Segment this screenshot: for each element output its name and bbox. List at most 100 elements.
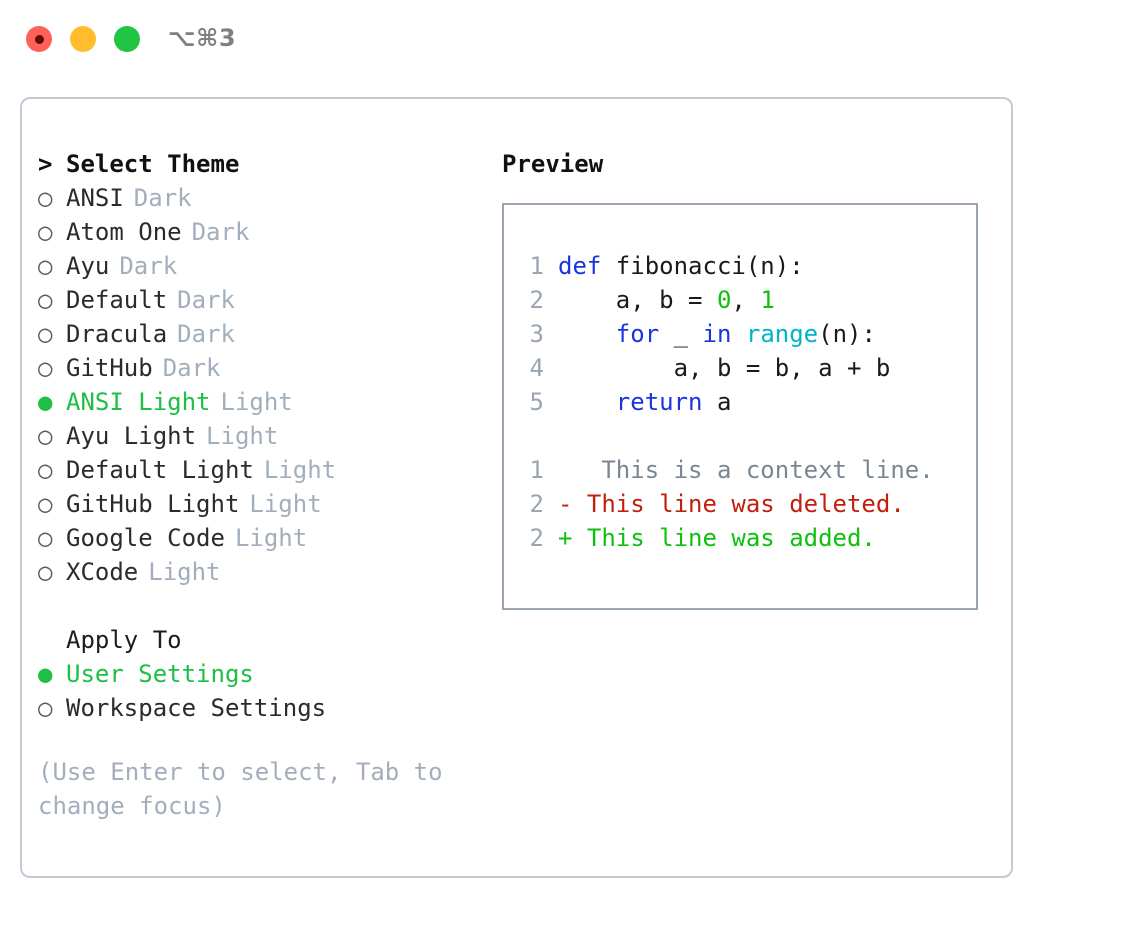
radio-unselected-icon: ○ bbox=[38, 218, 53, 246]
theme-item-variant: Dark bbox=[177, 320, 235, 348]
code-line-text: def fibonacci(n): bbox=[558, 249, 804, 283]
code-line: 5 return a bbox=[514, 385, 970, 419]
theme-item-variant: Dark bbox=[177, 286, 235, 314]
radio-unselected-icon: ○ bbox=[38, 422, 53, 450]
theme-item-variant: Light bbox=[148, 558, 221, 586]
theme-item-label: GitHub bbox=[66, 354, 153, 382]
theme-item-variant: Light bbox=[206, 422, 279, 450]
theme-item-variant: Light bbox=[249, 490, 322, 518]
theme-item-variant: Dark bbox=[162, 354, 221, 382]
theme-item[interactable]: ○ Default Dark bbox=[38, 283, 478, 317]
diff-line-number: 2 bbox=[529, 524, 544, 552]
theme-item-label: Default Light bbox=[66, 456, 254, 484]
code-line-text: a, b = b, a + b bbox=[558, 351, 891, 385]
theme-item-variant: Dark bbox=[191, 218, 250, 246]
code-token-kw: return bbox=[615, 388, 703, 416]
radio-unselected-icon: ○ bbox=[38, 456, 53, 484]
diff-line-number: 2 bbox=[529, 490, 544, 518]
code-token-kw: in bbox=[702, 320, 732, 348]
code-line: 3 for _ in range(n): bbox=[514, 317, 970, 351]
diff-line: 1 This is a context line. bbox=[514, 453, 970, 487]
radio-unselected-icon: ○ bbox=[38, 286, 53, 314]
code-line-number: 5 bbox=[529, 388, 544, 416]
code-token-kw: for bbox=[615, 320, 660, 348]
code-token-fn: range bbox=[745, 320, 819, 348]
apply-to-title: Apply To bbox=[66, 626, 182, 654]
diff-line-text: - This line was deleted. bbox=[558, 490, 905, 518]
code-token-pl bbox=[558, 388, 616, 416]
radio-unselected-icon: ○ bbox=[38, 354, 53, 382]
radio-unselected-icon: ○ bbox=[38, 184, 53, 212]
theme-item-variant: Light bbox=[234, 524, 308, 552]
title-bar: ⌥⌘3 bbox=[0, 0, 1140, 78]
code-line-number: 1 bbox=[529, 252, 544, 280]
diff-block: 1 This is a context line. 2 - This line wa… bbox=[514, 453, 970, 555]
code-line-text: return a bbox=[558, 385, 732, 419]
theme-item-variant: Light bbox=[220, 388, 293, 416]
theme-picker-title: Select Theme bbox=[66, 150, 240, 178]
radio-selected-icon: ● bbox=[38, 660, 53, 688]
maximize-button[interactable] bbox=[114, 26, 140, 52]
code-token-pl: a bbox=[702, 388, 732, 416]
apply-to-item[interactable]: ○ Workspace Settings bbox=[38, 691, 478, 725]
theme-item[interactable]: ○ Ayu Light Light bbox=[38, 419, 478, 453]
keyboard-shortcut-label: ⌥⌘3 bbox=[168, 24, 237, 52]
code-token-pl bbox=[558, 320, 616, 348]
chevron-right-icon: > bbox=[38, 150, 53, 178]
code-token-pl bbox=[731, 320, 745, 348]
theme-item-variant: Dark bbox=[119, 252, 178, 280]
theme-item-variant: Light bbox=[263, 456, 337, 484]
code-line: 4 a, b = b, a + b bbox=[514, 351, 970, 385]
code-token-pl: a, b = b, a + b bbox=[558, 354, 891, 382]
code-token-pl: , bbox=[731, 286, 761, 314]
code-line: 2 a, b = 0, 1 bbox=[514, 283, 970, 317]
close-button[interactable] bbox=[26, 26, 52, 52]
minimize-button[interactable] bbox=[70, 26, 96, 52]
apply-to-item-label: User Settings bbox=[66, 660, 254, 688]
radio-unselected-icon: ○ bbox=[38, 558, 53, 586]
code-line-text: for _ in range(n): bbox=[558, 317, 876, 351]
theme-item-label: ANSI bbox=[66, 184, 124, 212]
apply-to-list: ● User Settings ○ Workspace Settings bbox=[38, 657, 478, 725]
theme-picker-header: > Select Theme bbox=[38, 147, 478, 181]
diff-line: 2 + This line was added. bbox=[514, 521, 970, 555]
keyboard-hint-text: (Use Enter to select, Tab to change focu… bbox=[38, 758, 443, 820]
radio-unselected-icon: ○ bbox=[38, 694, 53, 722]
diff-line: 2 - This line was deleted. bbox=[514, 487, 970, 521]
preview-title: Preview bbox=[502, 150, 604, 178]
diff-line-number: 1 bbox=[529, 456, 544, 484]
theme-item-label: Default bbox=[66, 286, 168, 314]
diff-line-text: + This line was added. bbox=[558, 524, 876, 552]
code-line-number: 4 bbox=[529, 354, 544, 382]
code-token-pl: (n): bbox=[818, 320, 876, 348]
code-token-num: 0 bbox=[716, 286, 732, 314]
code-line-number: 3 bbox=[529, 320, 544, 348]
code-diff-separator bbox=[514, 419, 970, 453]
radio-unselected-icon: ○ bbox=[38, 490, 53, 518]
code-line-text: a, b = 0, 1 bbox=[558, 283, 775, 317]
theme-item[interactable]: ○ GitHub Dark bbox=[38, 351, 478, 385]
apply-to-item[interactable]: ● User Settings bbox=[38, 657, 478, 691]
theme-item-label: Ayu Light bbox=[66, 422, 197, 450]
theme-item[interactable]: ○ Default Light Light bbox=[38, 453, 478, 487]
window-controls bbox=[26, 26, 140, 52]
radio-unselected-icon: ○ bbox=[38, 252, 53, 280]
diff-line-text: This is a context line. bbox=[558, 456, 934, 484]
spacer-icon: ○ bbox=[38, 623, 66, 657]
apply-to-item-label: Workspace Settings bbox=[66, 694, 327, 722]
radio-unselected-icon: ○ bbox=[38, 320, 53, 348]
